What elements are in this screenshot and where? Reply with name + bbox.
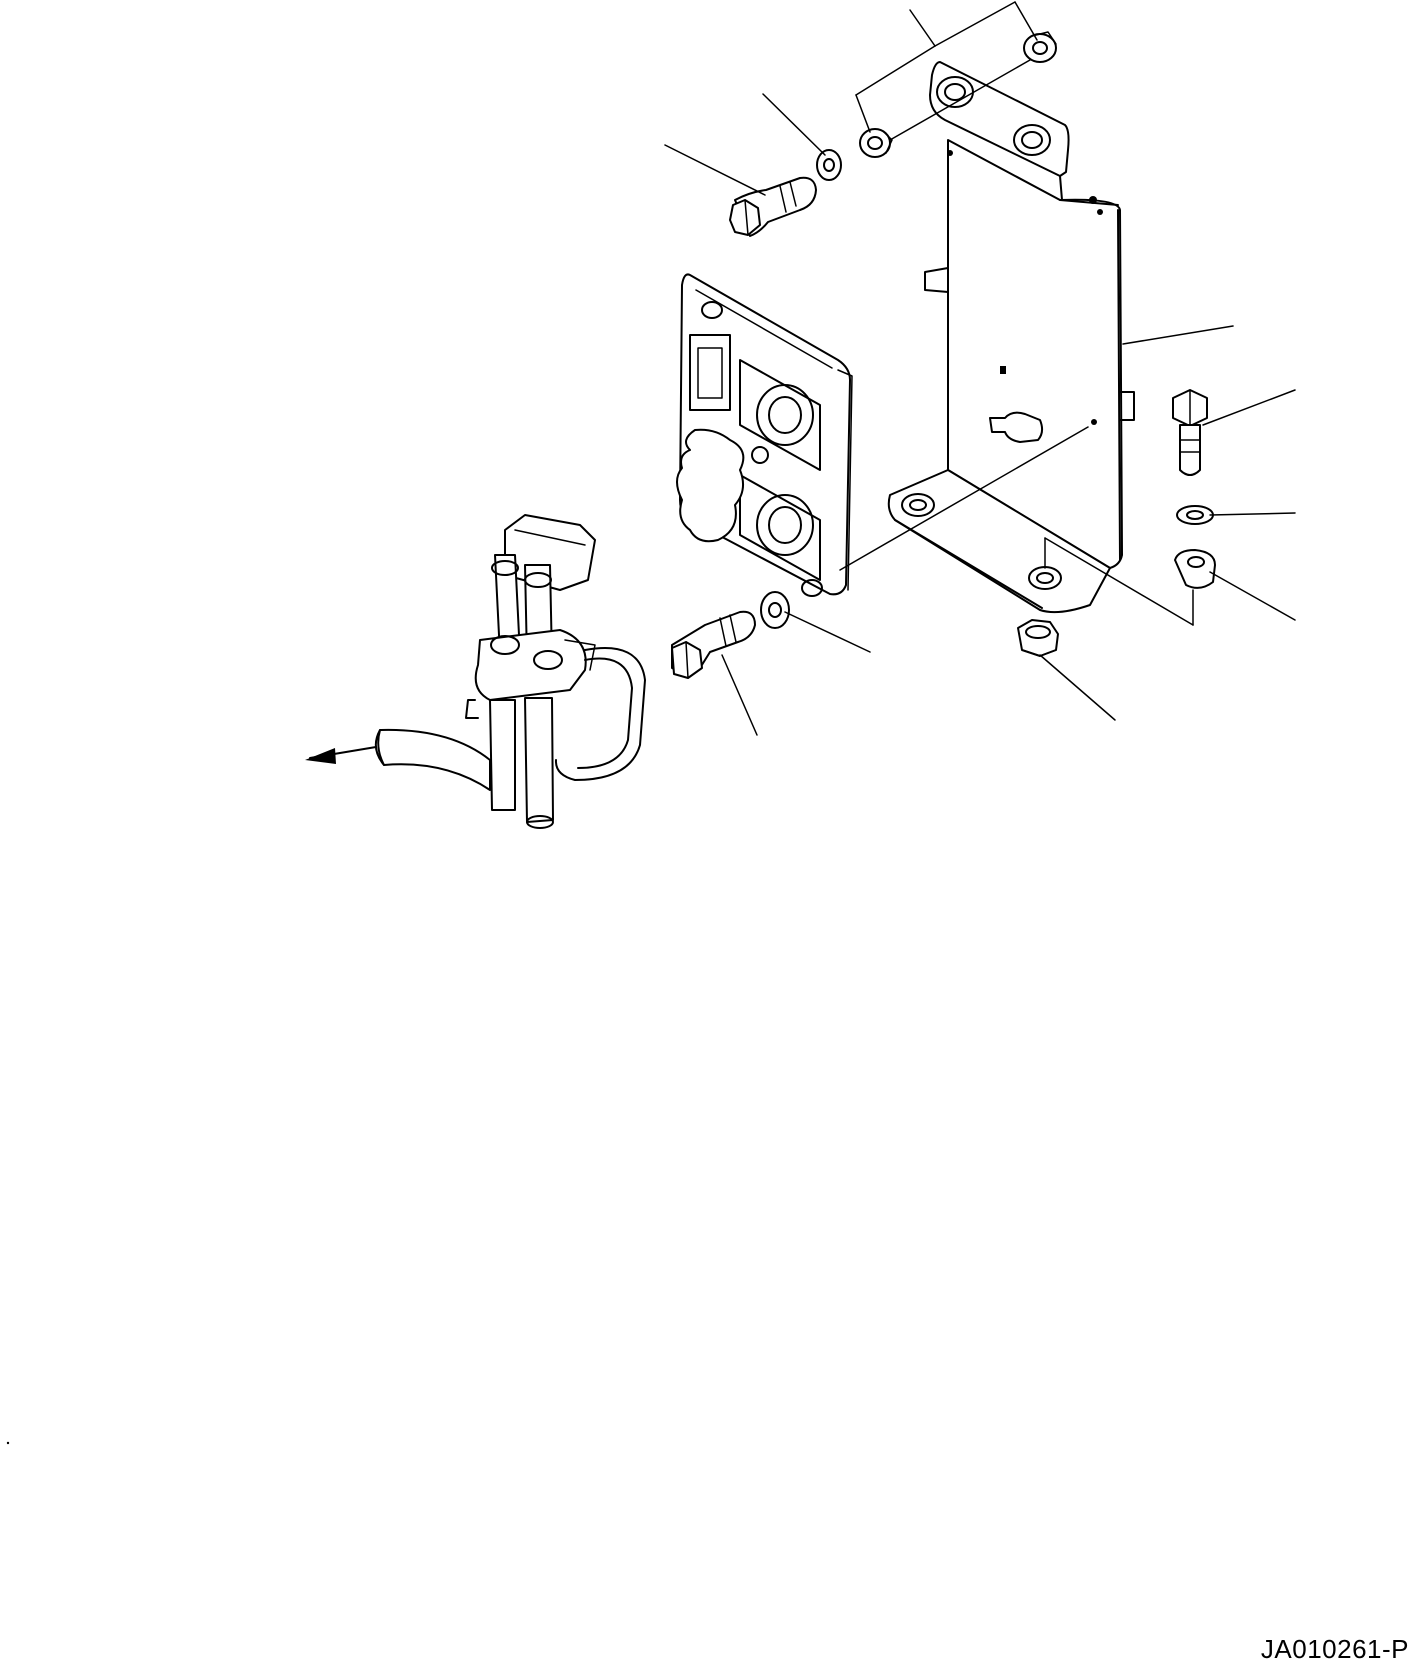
leader-lines bbox=[664, 1, 1296, 736]
grommet-icon bbox=[1023, 31, 1057, 63]
stray-mark bbox=[6, 1441, 10, 1445]
grommet-icon bbox=[859, 128, 893, 158]
mounting-bracket-icon bbox=[887, 61, 1135, 614]
washer-icon bbox=[816, 149, 842, 181]
figure-code: JA010261-P bbox=[1260, 1634, 1409, 1664]
wiring-harness-icon bbox=[305, 514, 646, 829]
bolt-icon bbox=[729, 176, 817, 237]
bolt-icon bbox=[1172, 389, 1208, 476]
nut-icon bbox=[1017, 619, 1059, 657]
washer-icon bbox=[760, 591, 790, 629]
bolt-icon bbox=[671, 610, 756, 679]
grommet-icon bbox=[1174, 549, 1216, 589]
washer-icon bbox=[1176, 505, 1214, 525]
controller-unit-icon bbox=[676, 273, 853, 597]
